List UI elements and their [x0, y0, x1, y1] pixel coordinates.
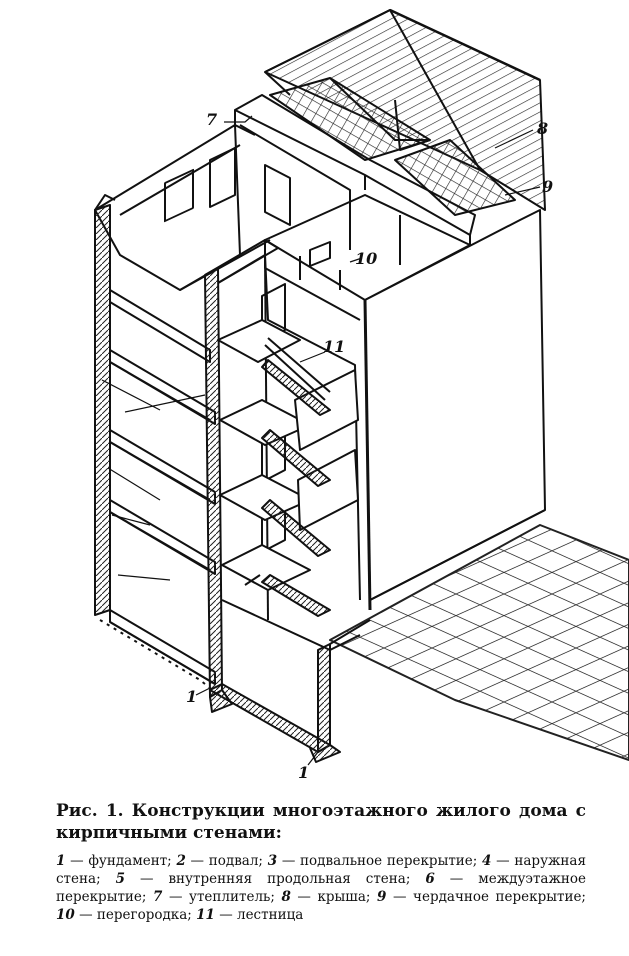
legend-text: — утеплитель; [162, 889, 282, 905]
exterior-facade [363, 209, 546, 611]
callout-foundation: 1 [186, 687, 197, 706]
legend-item: 9 — чердачное перекрытие; [377, 889, 586, 905]
legend-number: 7 [153, 889, 163, 905]
left-outer-wall [94, 194, 116, 616]
callout-roof: 8 [536, 119, 548, 138]
callout-attic-floor: 9 [542, 177, 553, 196]
legend-item: 1 — фундамент; [56, 853, 176, 869]
figure-caption: Рис. 1. Конструкции многоэтажного жилого… [56, 800, 586, 924]
legend-number: 1 [56, 853, 66, 869]
callout-insulation: 7 [206, 110, 217, 129]
legend-item: 3 — подвальное перекрытие; [268, 853, 482, 869]
legend-item: 6 — междуэтажное перекрытие; [56, 871, 586, 905]
leader-lines [101, 115, 541, 766]
caption-title: Рис. 1. Конструкции многоэтажного жилого… [56, 800, 586, 844]
legend-item: 8 — крыша; [281, 889, 377, 905]
ground-paving [329, 524, 629, 761]
legend-number: 6 [425, 871, 435, 887]
legend-text: — перегородка; [74, 907, 197, 923]
building-cutaway-drawing: 1 1 7 8 9 10 11 [94, 8, 629, 782]
caption-legend: 1 — фундамент; 2 — подвал; 3 — подвально… [56, 852, 586, 924]
legend-item: 4 — наружная стена; [56, 853, 586, 887]
legend-item: 5 — внутренняя продольная стена; [116, 871, 426, 887]
legend-item: 2 — подвал; [176, 853, 267, 869]
legend-text: — чердачное перекрытие; [386, 889, 586, 905]
legend-text: — внутренняя продольная стена; [125, 871, 426, 887]
attic-insulation [269, 77, 516, 216]
legend-number: 3 [267, 853, 278, 869]
callout-foundation-lower: 1 [298, 763, 309, 782]
legend-number: 8 [281, 889, 291, 905]
legend-text: — фундамент; [65, 853, 177, 869]
legend-item: 11 — лестница [196, 907, 303, 923]
legend-number: 2 [176, 853, 186, 869]
legend-item: 10 — перегородка; [56, 907, 196, 923]
roof [264, 8, 546, 211]
legend-text: — подвальное перекрытие; [277, 853, 483, 869]
callout-stairs: 11 [323, 337, 345, 356]
legend-number: 11 [196, 907, 215, 923]
legend-number: 10 [56, 907, 75, 923]
basement-foundation [99, 599, 371, 763]
legend-number: 9 [377, 889, 387, 905]
figure-label: Рис. 1. [56, 801, 124, 821]
legend-number: 4 [482, 853, 492, 869]
legend-text: — крыша; [290, 889, 378, 905]
callout-partition: 10 [355, 249, 377, 268]
legend-number: 5 [115, 871, 125, 887]
legend-item: 7 — утеплитель; [153, 889, 281, 905]
floor-slabs [109, 289, 216, 685]
stairwell [217, 254, 361, 621]
figure-title: Конструкции многоэтажного жилого дома с … [56, 801, 587, 843]
legend-text: — наружная стена; [56, 853, 586, 887]
legend-text: — подвал; [185, 853, 268, 869]
legend-text: — лестница [214, 907, 304, 923]
legend-text: — междуэтажное перекрытие; [56, 871, 587, 905]
